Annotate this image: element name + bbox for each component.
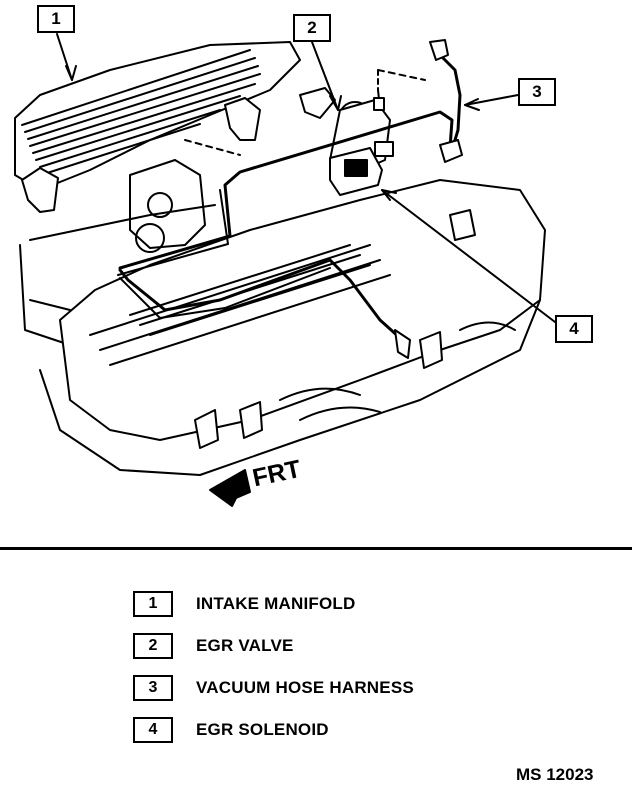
callout-2: 2 (293, 14, 331, 42)
legend-number-box: 4 (133, 717, 173, 743)
leader-lines (56, 33, 556, 323)
engine-illustration (14, 33, 556, 507)
legend-number-box: 3 (133, 675, 173, 701)
callout-1: 1 (37, 5, 75, 33)
legend-item: 3 VACUUM HOSE HARNESS (133, 674, 414, 702)
egr-solenoid (329, 141, 394, 196)
legend-label: VACUUM HOSE HARNESS (196, 678, 414, 697)
legend-label: EGR SOLENOID (196, 720, 329, 739)
intake-manifold (14, 41, 336, 213)
manifold-body (19, 139, 241, 346)
legend-label: EGR VALVE (196, 636, 294, 655)
legend-item: 1 INTAKE MANIFOLD (133, 590, 355, 618)
figure-id: MS 12023 (516, 765, 594, 784)
vacuum-hose-harness (117, 39, 463, 359)
callout-4: 4 (555, 315, 593, 343)
divider (0, 547, 632, 550)
legend-item: 4 EGR SOLENOID (133, 716, 329, 744)
callout-3: 3 (518, 78, 556, 106)
engine-cover (39, 179, 546, 476)
legend-number-box: 2 (133, 633, 173, 659)
front-direction-arrow (209, 469, 251, 507)
legend-label: INTAKE MANIFOLD (196, 594, 356, 613)
legend-number-box: 1 (133, 591, 173, 617)
legend-item: 2 EGR VALVE (133, 632, 294, 660)
